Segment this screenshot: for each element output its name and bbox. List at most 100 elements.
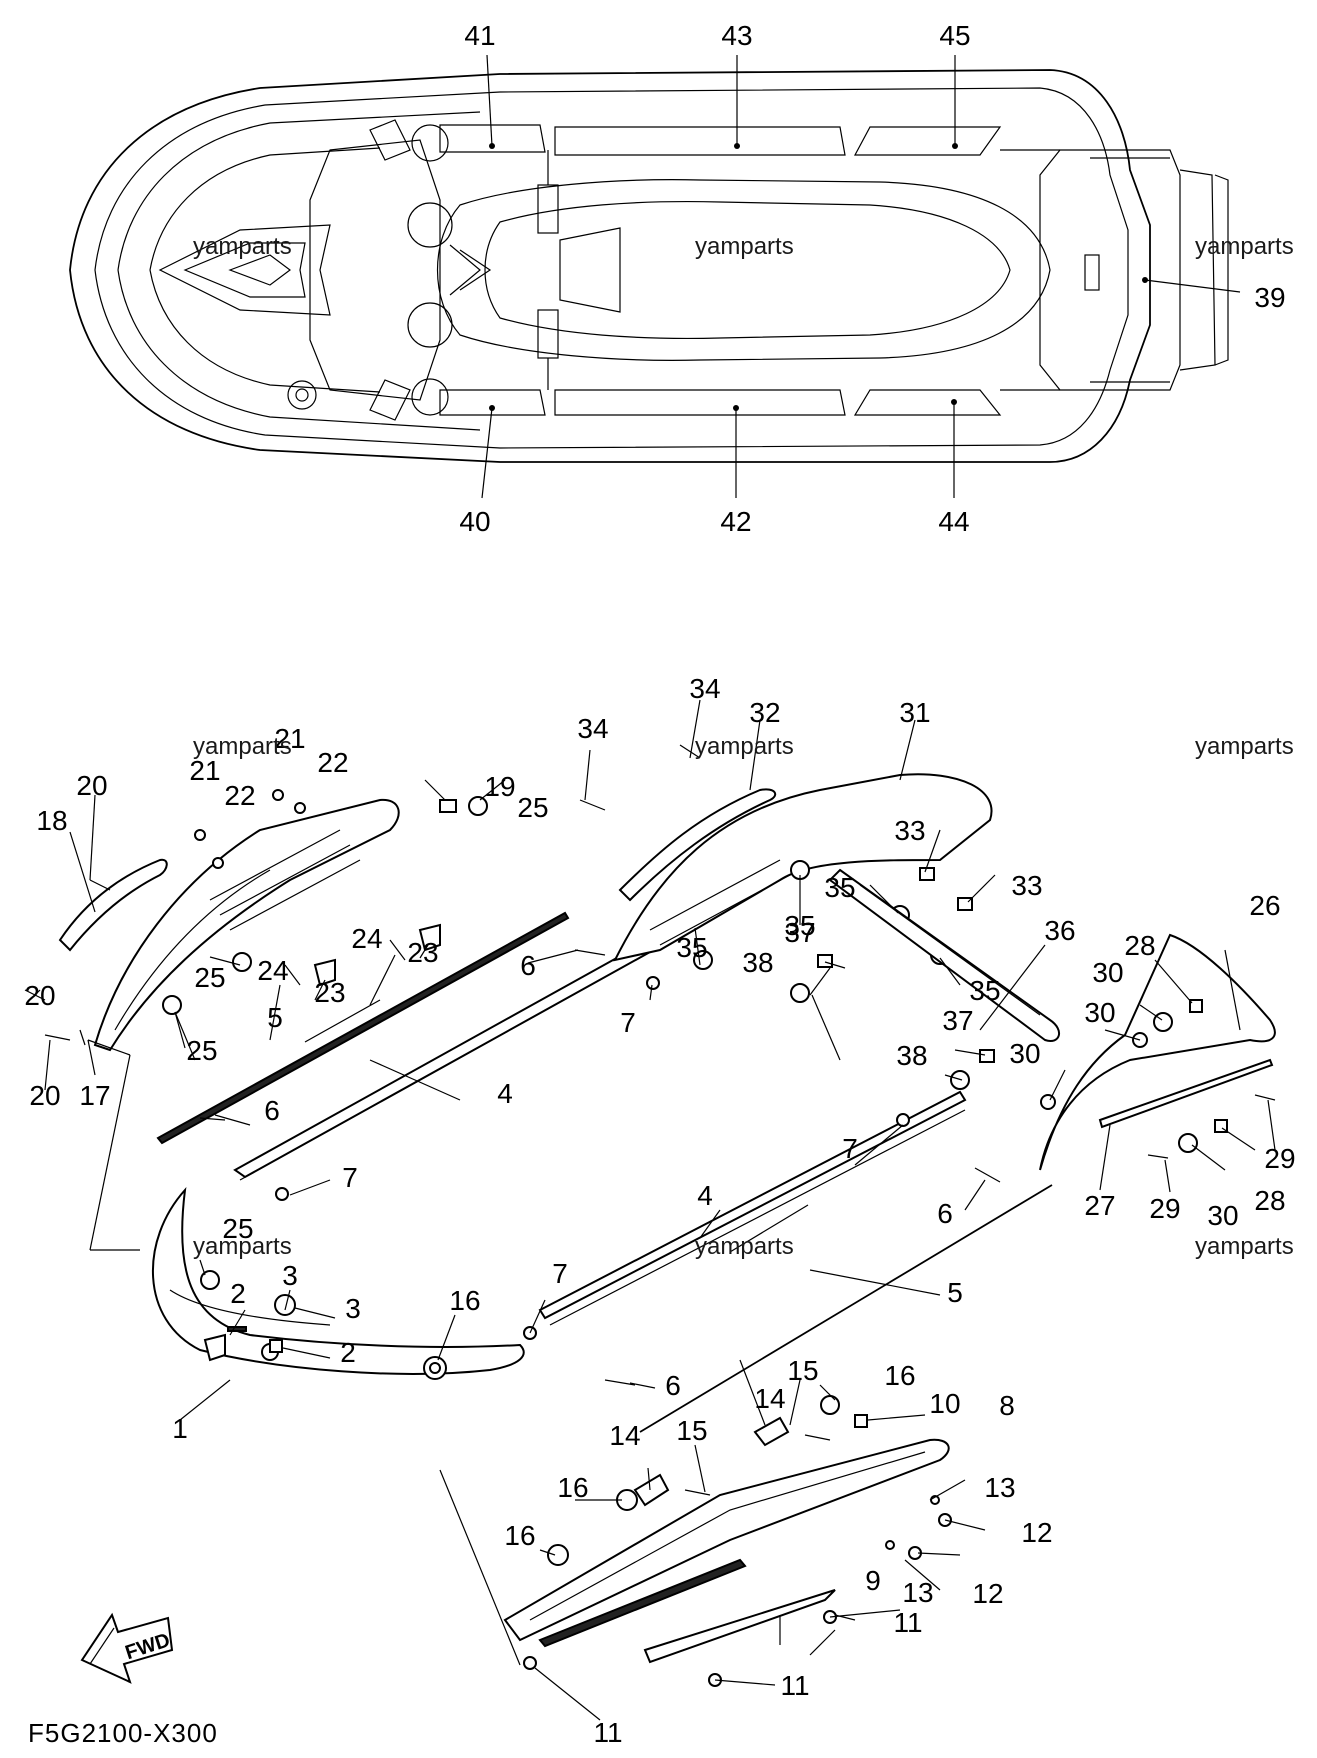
callout-11: 11: [780, 1670, 809, 1701]
diagram-code: F5G2100-X300: [28, 1718, 218, 1748]
mat-40: [439, 389, 546, 416]
callout-30: 30: [1009, 1038, 1040, 1069]
callout-30: 30: [1092, 957, 1123, 988]
fwd-arrow: FWD: [80, 1612, 174, 1684]
exploded-parts: [24, 744, 1276, 1687]
callout-18: 18: [36, 805, 67, 836]
callout-20: 20: [29, 1080, 60, 1111]
callout-34: 34: [577, 713, 608, 744]
callout-41: 41: [464, 20, 495, 51]
watermark-text: yamparts: [1195, 733, 1294, 760]
watermark-text: yamparts: [695, 733, 794, 760]
exploded-leaders: [29, 699, 1276, 1721]
part-4-rail-right: [538, 1090, 967, 1320]
callout-16: 16: [557, 1472, 588, 1503]
watermark-text: yamparts: [193, 233, 292, 260]
callout-20: 20: [76, 770, 107, 801]
watermarks: yamparts yamparts yamparts yamparts yamp…: [193, 233, 1294, 1260]
callout-24: 24: [257, 955, 288, 986]
part-32-right-trim: [618, 788, 777, 902]
callout-17: 17: [79, 1080, 110, 1111]
callout-38: 38: [742, 947, 773, 978]
callout-25: 25: [194, 962, 225, 993]
callout-35: 35: [784, 910, 815, 941]
callout-31: 31: [899, 697, 930, 728]
watermark-text: yamparts: [695, 1233, 794, 1260]
watermark-text: yamparts: [695, 233, 794, 260]
part-8-lower-panel: [503, 1438, 950, 1642]
callout-6: 6: [520, 950, 536, 981]
callout-35: 35: [969, 975, 1000, 1006]
watermark-text: yamparts: [1195, 1233, 1294, 1260]
callout-4: 4: [497, 1078, 513, 1109]
callout-1: 1: [172, 1413, 188, 1444]
callout-2: 2: [340, 1337, 356, 1368]
callout-3: 3: [282, 1260, 298, 1291]
callout-8: 8: [999, 1390, 1015, 1421]
callout-37: 37: [784, 917, 815, 948]
watermark-text: yamparts: [193, 1233, 292, 1260]
callout-24: 24: [351, 923, 382, 954]
callout-20: 20: [24, 980, 55, 1011]
part-5-rail-strip-right: [639, 1184, 1053, 1433]
part-5-rail-strip: [156, 911, 570, 1145]
callout-2: 2: [230, 1278, 246, 1309]
callout-13: 13: [984, 1472, 1015, 1503]
callout-25: 25: [222, 1213, 253, 1244]
callout-37: 37: [942, 1005, 973, 1036]
callout-26: 26: [1249, 890, 1280, 921]
callout-3: 3: [345, 1293, 361, 1324]
callout-33: 33: [1011, 870, 1042, 901]
callout-5: 5: [947, 1277, 963, 1308]
callout-6: 6: [665, 1370, 681, 1401]
callout-11: 11: [893, 1607, 922, 1638]
callout-15: 15: [676, 1415, 707, 1446]
callout-5: 5: [267, 1002, 283, 1033]
callout-40: 40: [459, 506, 490, 537]
callout-44: 44: [938, 506, 969, 537]
callout-14: 14: [609, 1420, 640, 1451]
callout-13: 13: [902, 1577, 933, 1608]
callout-30: 30: [1207, 1200, 1238, 1231]
callout-16: 16: [504, 1520, 535, 1551]
callout-11: 11: [593, 1717, 622, 1748]
callout-32: 32: [749, 697, 780, 728]
part-9-lower-trim: [643, 1589, 836, 1664]
callout-25: 25: [186, 1035, 217, 1066]
callout-33: 33: [894, 815, 925, 846]
callout-16: 16: [884, 1360, 915, 1391]
callout-10: 10: [929, 1388, 960, 1419]
mat-45: [853, 126, 1002, 156]
part-36-rear-grip: [828, 868, 1060, 1042]
mat-44: [853, 389, 1002, 416]
callout-21: 21: [274, 723, 305, 754]
part-27-rear-rail: [1098, 1058, 1274, 1129]
callout-15: 15: [787, 1355, 818, 1386]
mat-39: [1039, 149, 1181, 391]
callout-7: 7: [842, 1133, 858, 1164]
callout-39: 39: [1254, 282, 1285, 313]
callout-9: 9: [865, 1565, 881, 1596]
callout-29: 29: [1264, 1143, 1295, 1174]
callout-25: 25: [517, 792, 548, 823]
callout-29: 29: [1149, 1193, 1180, 1224]
callout-22: 22: [317, 747, 348, 778]
watercraft-top-view: [69, 69, 1229, 463]
callout-6: 6: [264, 1095, 280, 1126]
callout-23: 23: [407, 937, 438, 968]
callout-7: 7: [620, 1007, 636, 1038]
callout-34: 34: [689, 673, 720, 704]
callout-23: 23: [314, 977, 345, 1008]
mat-43: [554, 126, 846, 156]
watermark-text: yamparts: [193, 733, 292, 760]
callout-12: 12: [972, 1578, 1003, 1609]
part-26-rear-panel: [1039, 933, 1276, 1171]
callout-19: 19: [484, 771, 515, 802]
callout-27: 27: [1084, 1190, 1115, 1221]
mat-41: [439, 124, 546, 153]
part-18-left-trim: [58, 858, 168, 952]
callout-28: 28: [1124, 930, 1155, 961]
callout-16: 16: [449, 1285, 480, 1316]
callout-38: 38: [896, 1040, 927, 1071]
